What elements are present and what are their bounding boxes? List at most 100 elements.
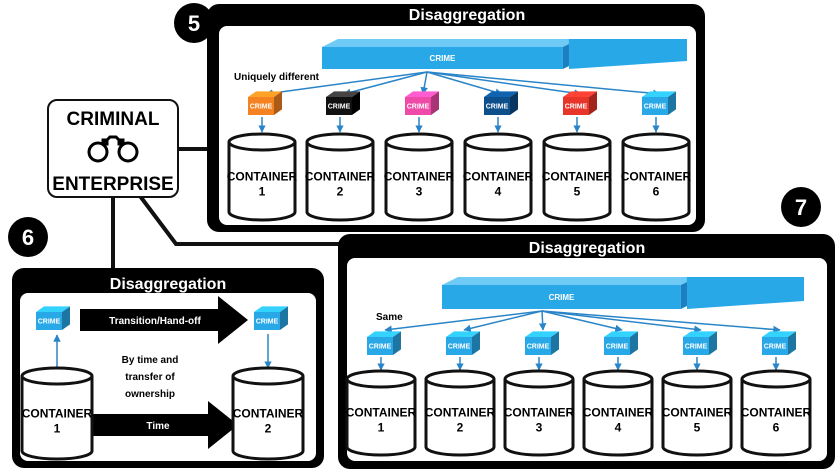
container-number: 5 — [694, 420, 701, 434]
container-word: CONTAINER — [463, 170, 534, 184]
container-number: 4 — [495, 185, 502, 199]
container-word: CONTAINER — [741, 405, 812, 419]
crime-cube: CRIME — [683, 331, 717, 355]
cube-label: CRIME — [369, 344, 392, 351]
crime-cube: CRIME — [484, 91, 518, 115]
panel-7-title: Disaggregation — [529, 240, 645, 257]
crime-cube: CRIME — [762, 331, 796, 355]
cube-label: CRIME — [685, 344, 708, 351]
ownership-note-1: By time and — [122, 355, 179, 366]
cube-label: CRIME — [644, 104, 667, 111]
crime-split-arrow — [426, 71, 503, 96]
container-word: CONTAINER — [583, 405, 654, 419]
panel-5-arrows — [258, 71, 661, 133]
crime-cube: CRIME — [563, 91, 597, 115]
crime-slab-label: CRIME — [430, 54, 456, 63]
cube-label: CRIME — [527, 344, 550, 351]
container-word: CONTAINER — [227, 170, 298, 184]
crime-slab-label: CRIME — [549, 293, 575, 302]
crime-split-arrow — [541, 310, 702, 333]
enterprise-line2: ENTERPRISE — [52, 174, 173, 195]
criminal-enterprise-box: CRIMINAL ENTERPRISE — [47, 99, 179, 198]
crime-cube: CRIME — [326, 91, 360, 115]
crime-split-arrow — [420, 71, 428, 95]
cube-label: CRIME — [486, 104, 509, 111]
panel-5-note: Uniquely different — [234, 72, 320, 83]
container-word: CONTAINER — [22, 406, 93, 420]
container-word: CONTAINER — [662, 405, 733, 419]
step-badge-6 — [8, 217, 48, 257]
panel-6-arrows — [53, 334, 272, 372]
handoff-label: Transition/Hand-off — [109, 316, 201, 327]
crime-cube: CRIME — [254, 306, 288, 330]
crime-split-arrow — [541, 310, 781, 334]
time-label: Time — [146, 421, 170, 432]
cube-label: CRIME — [38, 319, 61, 326]
container-number: 4 — [615, 420, 622, 434]
time-arrow — [80, 401, 238, 449]
crime-split-arrow — [538, 310, 547, 331]
container-number: 1 — [259, 185, 266, 199]
cube-label: CRIME — [606, 344, 629, 351]
container-word: CONTAINER — [621, 170, 692, 184]
crime-cube: CRIME — [405, 91, 439, 115]
crime-split-arrow — [343, 71, 428, 96]
crime-cube: CRIME — [248, 91, 282, 115]
panel-6-cubes: CRIME CRIME — [36, 306, 288, 330]
cube-label: CRIME — [448, 344, 471, 351]
container-number: 2 — [265, 421, 272, 435]
crime-split-arrow — [384, 310, 543, 333]
cube-label: CRIME — [250, 104, 273, 111]
container-word: CONTAINER — [425, 405, 496, 419]
crime-cube: CRIME — [642, 91, 676, 115]
handoff-arrow — [80, 296, 248, 344]
panel-7: 7 Disaggregation CRIME Same CRIME CRIME CR… — [338, 187, 835, 469]
container-number: 5 — [574, 185, 581, 199]
container-number: 2 — [337, 185, 344, 199]
panel-7-arrows — [377, 310, 781, 371]
container-word: CONTAINER — [384, 170, 455, 184]
crime-cube: CRIME — [446, 331, 480, 355]
panel-7-note: Same — [376, 312, 403, 323]
enterprise-line1: CRIMINAL — [67, 109, 160, 130]
crime-split-arrow — [463, 310, 543, 333]
cube-label: CRIME — [407, 104, 430, 111]
badge-7-label: 7 — [795, 195, 807, 220]
crime-slab: CRIME — [322, 39, 687, 69]
container-number: 3 — [536, 420, 543, 434]
cube-label: CRIME — [764, 344, 787, 351]
step-badge-7 — [781, 187, 821, 227]
panel-6: 6 Disaggregation Transition/Hand-off Tim… — [8, 217, 324, 468]
container-word: CONTAINER — [542, 170, 613, 184]
container-number: 3 — [416, 185, 423, 199]
crime-split-arrow — [265, 71, 428, 97]
panel-5-containers: CONTAINER1CONTAINER2CONTAINER3CONTAINER4… — [227, 132, 692, 222]
crime-cube: CRIME — [525, 331, 559, 355]
panel-6-title: Disaggregation — [110, 276, 226, 293]
badge-6-label: 6 — [22, 225, 34, 250]
panel-5-crime-slab: CRIME — [322, 39, 687, 69]
container-number: 2 — [457, 420, 464, 434]
panel-7-crime-slab: CRIME — [442, 277, 804, 309]
cube-label: CRIME — [256, 319, 279, 326]
panel-5-cubes: CRIME CRIME CRIME CRIME CRIME CRIME — [248, 91, 676, 115]
crime-split-arrow — [541, 310, 623, 333]
container-word: CONTAINER — [504, 405, 575, 419]
crime-slab: CRIME — [442, 277, 804, 309]
crime-cube: CRIME — [604, 331, 638, 355]
cube-label: CRIME — [565, 104, 588, 111]
panel-5: 5 Disaggregation CRIME Uniquely differen… — [174, 3, 705, 232]
container-number: 1 — [54, 421, 61, 435]
crime-cube: CRIME — [36, 306, 70, 330]
panel-5-title: Disaggregation — [409, 7, 525, 24]
